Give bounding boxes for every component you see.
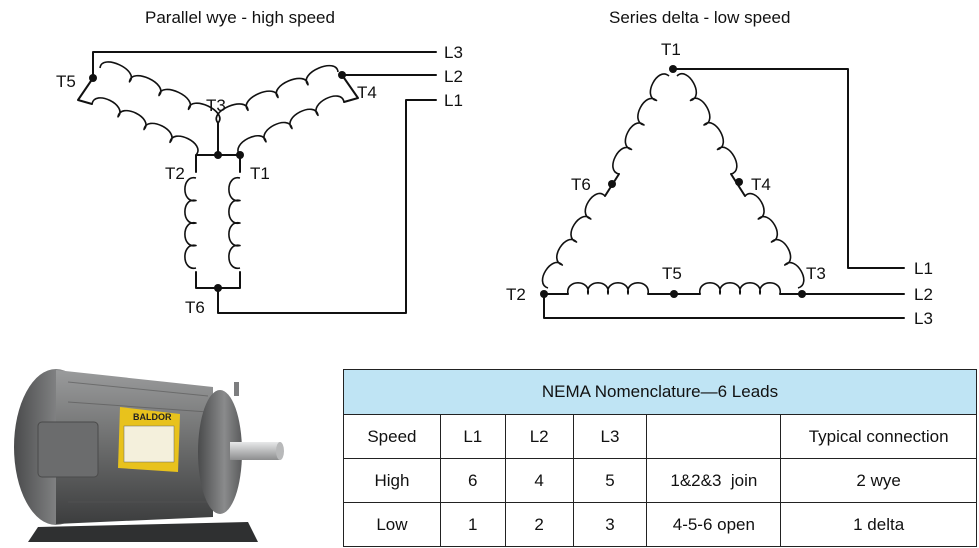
table-row: Low 1 2 3 4-5-6 open 1 delta (343, 502, 977, 547)
delta-coil-t5-t3 (699, 282, 781, 295)
delta-diagram-title: Series delta - low speed (609, 8, 791, 27)
wye-t4-coil-wire (341, 74, 359, 103)
table-cell: 1&2&3 join (646, 458, 782, 503)
motor-shaft (230, 442, 280, 460)
nameplate-brand: BALDOR (133, 412, 172, 422)
table-header-cell: L2 (504, 414, 574, 459)
table-header-cell (646, 414, 782, 459)
table-row: High 6 4 5 1&2&3 join 2 wye (343, 458, 977, 503)
wye-t6-to-l1-wire (217, 99, 437, 314)
motor-conduit-box (37, 421, 99, 478)
wye-label-t5: T5 (56, 72, 76, 91)
delta-coil-t4-t3 (744, 192, 805, 289)
delta-coil-t6-t2 (541, 192, 606, 289)
delta-t2-node (540, 290, 548, 298)
wye-label-t4: T4 (357, 83, 377, 102)
table-header-cell: L1 (439, 414, 506, 459)
delta-label-l1: L1 (914, 259, 933, 278)
table-cell: 4 (504, 458, 574, 503)
table-header-row: Speed L1 L2 L3 Typical connection (343, 414, 977, 459)
wye-t5-coil-wire (77, 77, 94, 105)
wye-label-l1: L1 (444, 91, 463, 110)
nema-table: NEMA Nomenclature—6 Leads Speed L1 L2 L3… (343, 369, 977, 547)
delta-label-l3: L3 (914, 309, 933, 328)
delta-t4-node (735, 178, 743, 186)
delta-label-t6: T6 (571, 175, 591, 194)
delta-label-t2: T2 (506, 285, 526, 304)
delta-t6-node (608, 180, 616, 188)
wye-t4-node (338, 71, 346, 79)
delta-t1-node (669, 65, 677, 73)
delta-coil-t2-t5 (567, 282, 649, 295)
delta-t1-to-l1-wire (672, 68, 905, 269)
wye-t1-node (236, 151, 244, 159)
delta-label-t5: T5 (662, 264, 682, 283)
delta-label-t1: T1 (661, 40, 681, 59)
delta-diagram: T1 T6 T4 T5 T3 T2 L1 L2 L3 (506, 40, 933, 328)
wye-label-t2: T2 (165, 164, 185, 183)
delta-label-t4: T4 (751, 175, 771, 194)
delta-coil-t1-t4 (676, 73, 738, 175)
wye-coil-t1-t6 (228, 177, 241, 269)
delta-label-t3: T3 (806, 264, 826, 283)
wye-coil-t2-t6 (184, 177, 197, 269)
motor-photo: BALDOR (14, 369, 284, 542)
wye-center-node (214, 151, 222, 159)
table-cell: 1 delta (780, 502, 977, 547)
wye-coil-t1-t4 (237, 95, 345, 156)
table-cell: 6 (439, 458, 506, 503)
wiring-diagrams: T5 T3 T4 T2 T1 T6 L3 L2 L1 T1 T6 (56, 40, 933, 328)
wye-coil-t4-t3 (215, 64, 339, 124)
wye-label-l2: L2 (444, 67, 463, 86)
table-header-cell: Typical connection (780, 414, 977, 459)
motor-base (28, 522, 258, 542)
wye-t5-node (89, 74, 97, 82)
wye-junction-wire (195, 122, 219, 173)
wye-t5-to-l3-wire (92, 51, 437, 79)
table-cell: 5 (572, 458, 648, 503)
wye-label-t3: T3 (206, 96, 226, 115)
delta-label-l2: L2 (914, 285, 933, 304)
delta-coil-t1-t6 (612, 73, 670, 175)
table-header-cell: L3 (572, 414, 648, 459)
table-header-cell: Speed (343, 414, 441, 459)
wye-diagram-title: Parallel wye - high speed (145, 8, 335, 27)
wye-label-l3: L3 (444, 43, 463, 62)
wye-coil-t5-t3 (99, 61, 221, 124)
delta-t5-node (670, 290, 678, 298)
delta-t2-to-l3-wire (543, 293, 905, 319)
table-cell: Low (343, 502, 441, 547)
table-cell: 2 (504, 502, 574, 547)
wye-label-t1: T1 (250, 164, 270, 183)
table-cell: High (343, 458, 441, 503)
table-cell: 1 (439, 502, 506, 547)
table-cell: 3 (572, 502, 648, 547)
table-cell: 2 wye (780, 458, 977, 503)
table-cell: 4-5-6 open (646, 502, 782, 547)
wye-coil-t2-t5 (91, 97, 199, 156)
wye-label-t6: T6 (185, 298, 205, 317)
wye-diagram: T5 T3 T4 T2 T1 T6 L3 L2 L1 (56, 43, 463, 317)
table-title: NEMA Nomenclature—6 Leads (343, 369, 977, 415)
motor-front-cap (198, 390, 242, 514)
delta-t3-node (798, 290, 806, 298)
wye-t6-node (214, 284, 222, 292)
